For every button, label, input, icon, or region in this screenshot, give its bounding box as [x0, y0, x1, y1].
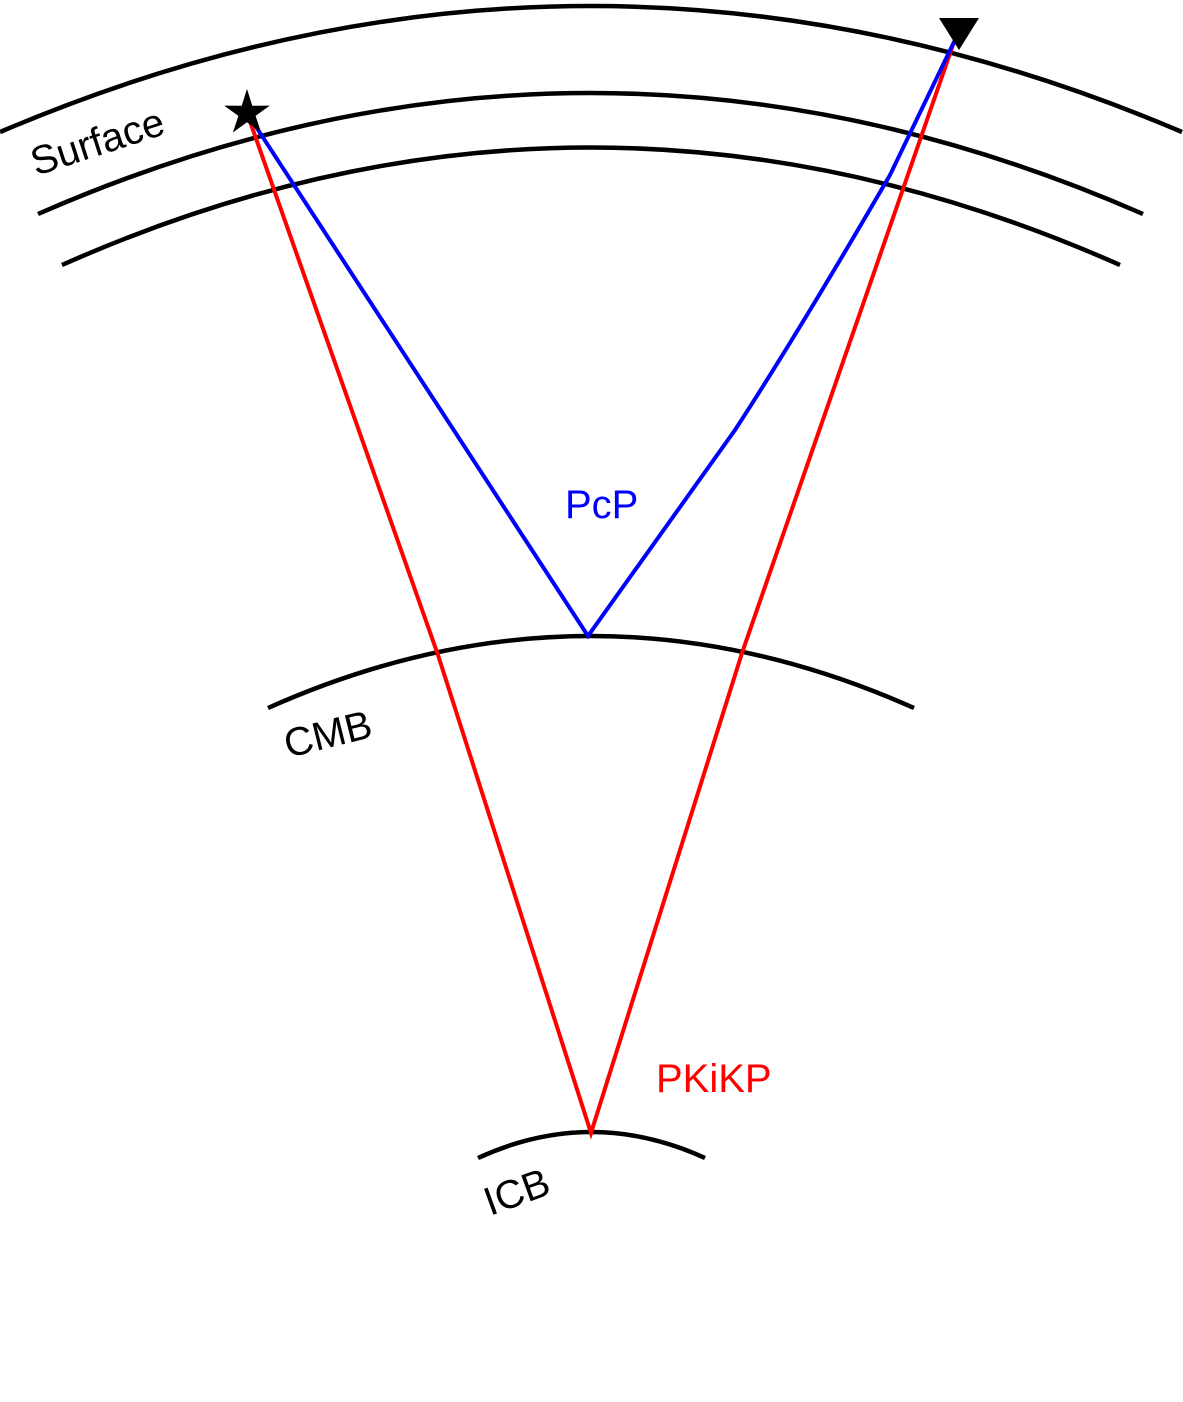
star-icon — [224, 89, 270, 133]
surface-boundary — [0, 3, 1183, 135]
pcp-ray-path — [245, 40, 956, 640]
cmb-label: CMB — [280, 703, 377, 767]
cmb-boundary — [267, 633, 915, 711]
pkikp-ray-path — [245, 40, 956, 1140]
inverted-triangle-icon — [939, 18, 979, 50]
upper-mantle-boundary-1 — [37, 90, 1144, 217]
pcp-label: PcP — [565, 483, 638, 527]
pkikp-label: PKiKP — [656, 1057, 772, 1101]
icb-label: ICB — [478, 1160, 556, 1224]
upper-mantle-boundary-2 — [61, 145, 1121, 268]
